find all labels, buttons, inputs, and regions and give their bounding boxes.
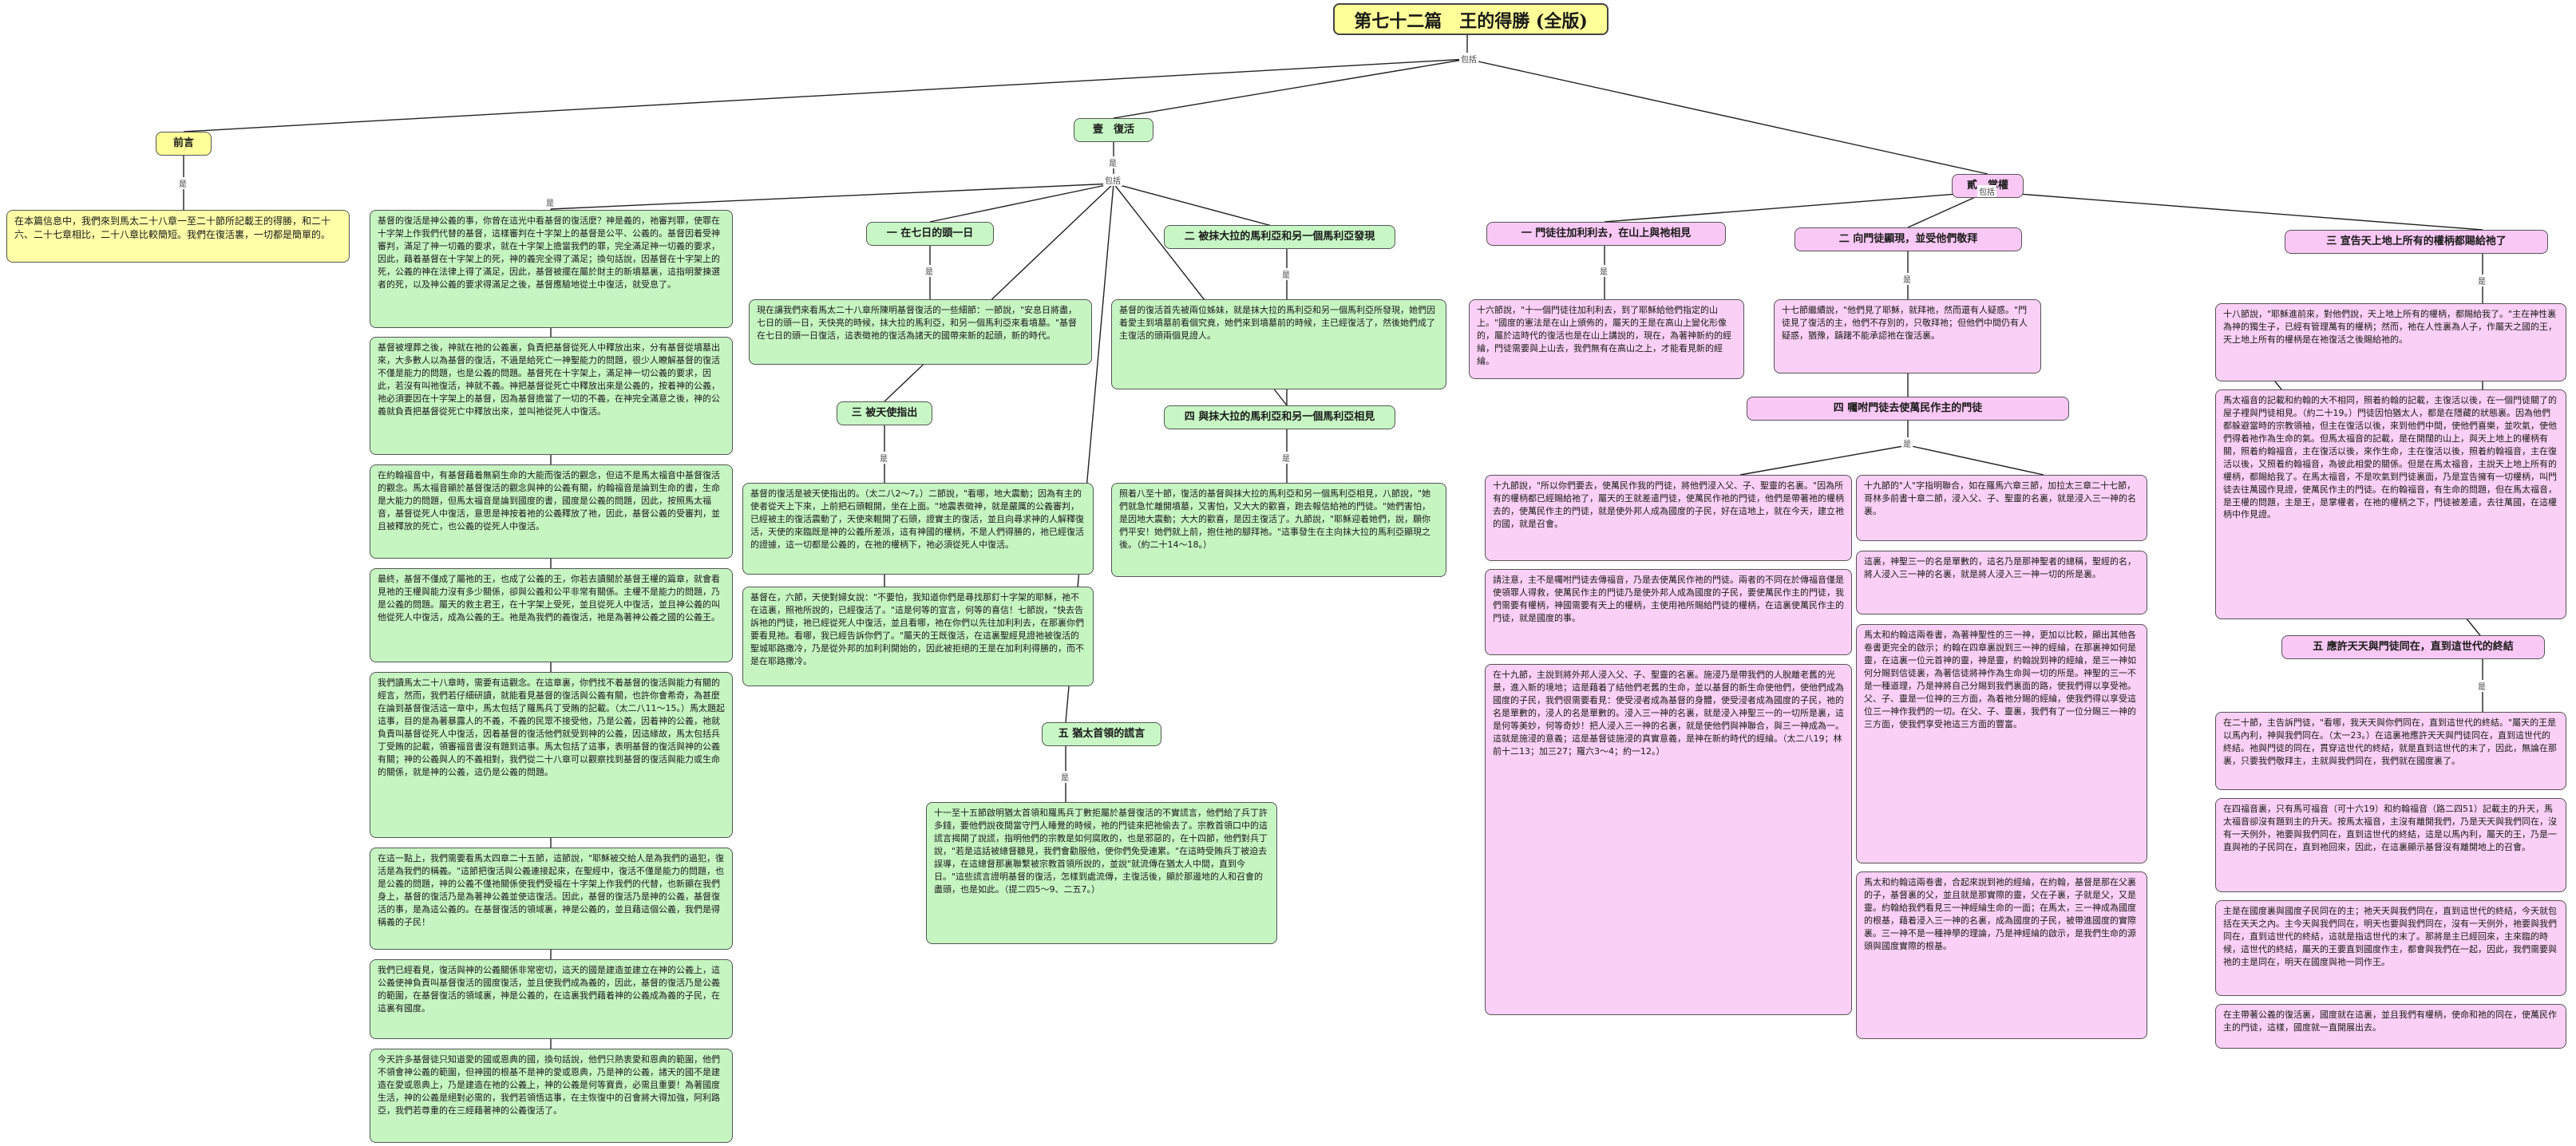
- page-title: 第七十二篇 王的得勝 (全版): [1333, 3, 1609, 35]
- resurrection-sub1-text: 現在讓我們來看馬太二十八章所陳明基督復活的一些細節：一節說，"安息日將盡，七日的…: [749, 299, 1092, 365]
- resurrection-paragraph: 基督的復活是神公義的事，你曾在這光中看基督的復活麼？神是義的，祂審判罪，使罪在十…: [370, 210, 733, 328]
- resurrection-para-is-label: 是: [544, 196, 556, 208]
- commission-sub5-text4: 在主帶著公義的復活裏，國度就在這裏，並且我們有權柄，使命和祂的同在，使萬民作主的…: [2215, 1004, 2566, 1049]
- commission-sub4-text6: 馬太和約翰這兩卷書，為著神聖性的三一神，更加以比較，顯出其他各卷書更完全的啟示；…: [1856, 624, 2147, 863]
- commission-sub4-text3: 請注意，主不是囑咐門徒去傳福音，乃是去使萬民作祂的門徒。兩者的不同在於傳福音僅是…: [1485, 569, 1852, 655]
- c-sub5-is-label: 是: [2476, 680, 2487, 692]
- resurrection-sub2-text: 基督的復活首先被兩位姊妹，就是抹大拉的馬利亞和另一個馬利亞所發現，她們因着愛主到…: [1111, 299, 1446, 389]
- commission-sub3-text2: 馬太福音的記載和約翰的大不相同，照着約翰的記載，主復活以後，在一個門徒關了的屋子…: [2215, 389, 2566, 619]
- commission-sub1-text: 十六節說，"十一個門徒往加利利去，到了耶穌給他們指定的山上。"國度的憲法是在山上…: [1469, 299, 1744, 379]
- commission-sub3-heading[interactable]: 三 宣告天上地上所有的權柄都賜給祂了: [2285, 230, 2548, 254]
- commission-includes-label: 包括: [1977, 185, 1996, 197]
- commission-sub5-heading[interactable]: 五 應許天天與門徒同在，直到這世代的終結: [2281, 635, 2545, 659]
- c-sub1-is-label: 是: [1598, 265, 1609, 277]
- commission-sub1-heading[interactable]: 一 門徒往加利利去，在山上與祂相見: [1486, 222, 1726, 246]
- resurrection-sub1-heading[interactable]: 一 在七日的頭一日: [866, 222, 994, 246]
- commission-sub5-text: 在二十節，主告訴門徒，"看哪，我天天與你們同在，直到這世代的終結。"屬天的王是以…: [2215, 712, 2566, 790]
- resurrection-sub4-text: 照着八至十節，復活的基督與抹大拉的馬利亞和另一個馬利亞相見，八節說，"她們就急忙…: [1111, 483, 1446, 577]
- commission-sub3-text: 十八節說，"耶穌進前來，對他們說，天上地上所有的權柄，都賜給我了。"主在神性裏為…: [2215, 303, 2566, 381]
- sub3-is-label: 是: [878, 452, 889, 464]
- commission-sub4-text4: 這裏，神聖三一的名是單數的，這名乃是那神聖者的總稱，聖經的名，將人浸入三一神的名…: [1856, 551, 2147, 614]
- resurrection-sub3-text: 基督的復活是被天使指出的。（太二八2～7。）二節說，"看哪，地大震動；因為有主的…: [742, 483, 1094, 575]
- includes-label: 包括: [1459, 53, 1478, 65]
- resurrection-sub3-heading[interactable]: 三 被天使指出: [837, 401, 932, 425]
- resurrection-paragraph: 在約翰福音中，有基督藉着無窮生命的大能而復活的觀念，但這不是馬太福音中基督復活的…: [370, 464, 733, 559]
- c-sub4-is-label: 是: [1901, 437, 1913, 449]
- commission-sub5-text3: 主是在國度裏與國度子民同在的主；祂天天與我們同在，直到這世代的終結，今天就包括在…: [2215, 900, 2566, 996]
- sub4-is-label: 是: [1280, 452, 1292, 464]
- commission-sub2-text: 十七節繼續說，"他們見了耶穌，就拜祂，然而還有人疑惑。"門徒見了復活的主，他們不…: [1774, 299, 2041, 373]
- commission-sub5-text2: 在四福音裏，只有馬可福音（可十六19）和約翰福音（路二四51）記載主的升天，馬太…: [2215, 798, 2566, 892]
- c-sub3-is-label: 是: [2476, 275, 2487, 286]
- resurrection-paragraph: 今天許多基督徒只知道愛的國或恩典的國，換句話說，他們只熱衷愛和恩典的範圍，他們不…: [370, 1049, 733, 1143]
- resurrection-paragraph: 最終，基督不僅成了屬祂的王，也成了公義的王，你若去讀關於基督王權的篇章，就會看見…: [370, 568, 733, 662]
- resurrection-heading[interactable]: 壹 復活: [1074, 118, 1153, 142]
- sub5-is-label: 是: [1059, 771, 1070, 783]
- resurrection-sub2-heading[interactable]: 二 被抹大拉的馬利亞和另一個馬利亞發現: [1164, 225, 1395, 249]
- resurrection-sub5-text: 十一至十五節啟明猶太首領和羅馬兵丁數拒屬於基督復活的不實謊言，他們給了兵丁許多錢…: [926, 802, 1277, 944]
- commission-sub4-text: 十九節說，"所以你們要去，使萬民作我的門徒，將他們浸入父、子、聖靈的名裏。"因為…: [1485, 475, 1852, 561]
- sub2-is-label: 是: [1280, 268, 1292, 280]
- commission-sub4-text7: 馬太和約翰這兩卷書，合起來說到祂的經綸，在約翰，基督是那在父裏的子，基督裏的父，…: [1856, 871, 2147, 1039]
- resurrection-paragraph: 我們已經看見，復活與神的公義關係非常密切，這天的國是建造並建立在神的公義上，這公…: [370, 959, 733, 1039]
- resurrection-paragraph: 我們讀馬太二十八章時，需要有這觀念。在這章裏，你們找不着基督的復活與能力有關的經…: [370, 672, 733, 838]
- commission-sub4-text5: 在十九節，主說到將外邦人浸入父、子、聖靈的名裏。施浸乃是帶我們的人脫離老舊的光景…: [1485, 664, 1852, 1015]
- resurrection-sub5-heading[interactable]: 五 猶太首領的謊言: [1042, 722, 1161, 746]
- resurrection-paragraph: 基督被埋葬之後，神就在祂的公義裏，負責把基督從死人中釋放出來，分有基督從墳墓出來…: [370, 337, 733, 455]
- commission-sub4-text2: 十九節的"人"字指明聯合，如在羅馬六章三節，加拉太三章二十七節，哥林多前書十章二…: [1856, 475, 2147, 541]
- intro-text: 在本篇信息中，我們來到馬太二十八章一至二十節所記載王的得勝，和二十六、二十七章相…: [6, 210, 350, 263]
- resurrection-is-label: 是: [1107, 156, 1118, 168]
- sub1-is-label: 是: [924, 265, 935, 277]
- commission-sub2-heading[interactable]: 二 向門徒顯現，並受他們敬拜: [1794, 227, 2022, 251]
- intro-heading[interactable]: 前言: [156, 132, 212, 156]
- c-sub2-is-label: 是: [1901, 273, 1913, 285]
- resurrection-sub3-text2: 基督在，六節，天使對婦女說："不要怕，我知道你們是尋找那釘十字架的耶穌，祂不在這…: [742, 587, 1094, 686]
- intro-is-label: 是: [177, 177, 188, 189]
- resurrection-paragraph: 在這一點上，我們需要看馬太四章二十五節，這節說，"耶穌被交給人是為我們的過犯，復…: [370, 848, 733, 950]
- resurrection-includes-label: 包括: [1103, 174, 1122, 186]
- commission-sub4-heading[interactable]: 四 囑咐門徒去使萬民作主的門徒: [1747, 397, 2069, 421]
- resurrection-sub4-heading[interactable]: 四 與抹大拉的馬利亞和另一個馬利亞相見: [1164, 405, 1395, 429]
